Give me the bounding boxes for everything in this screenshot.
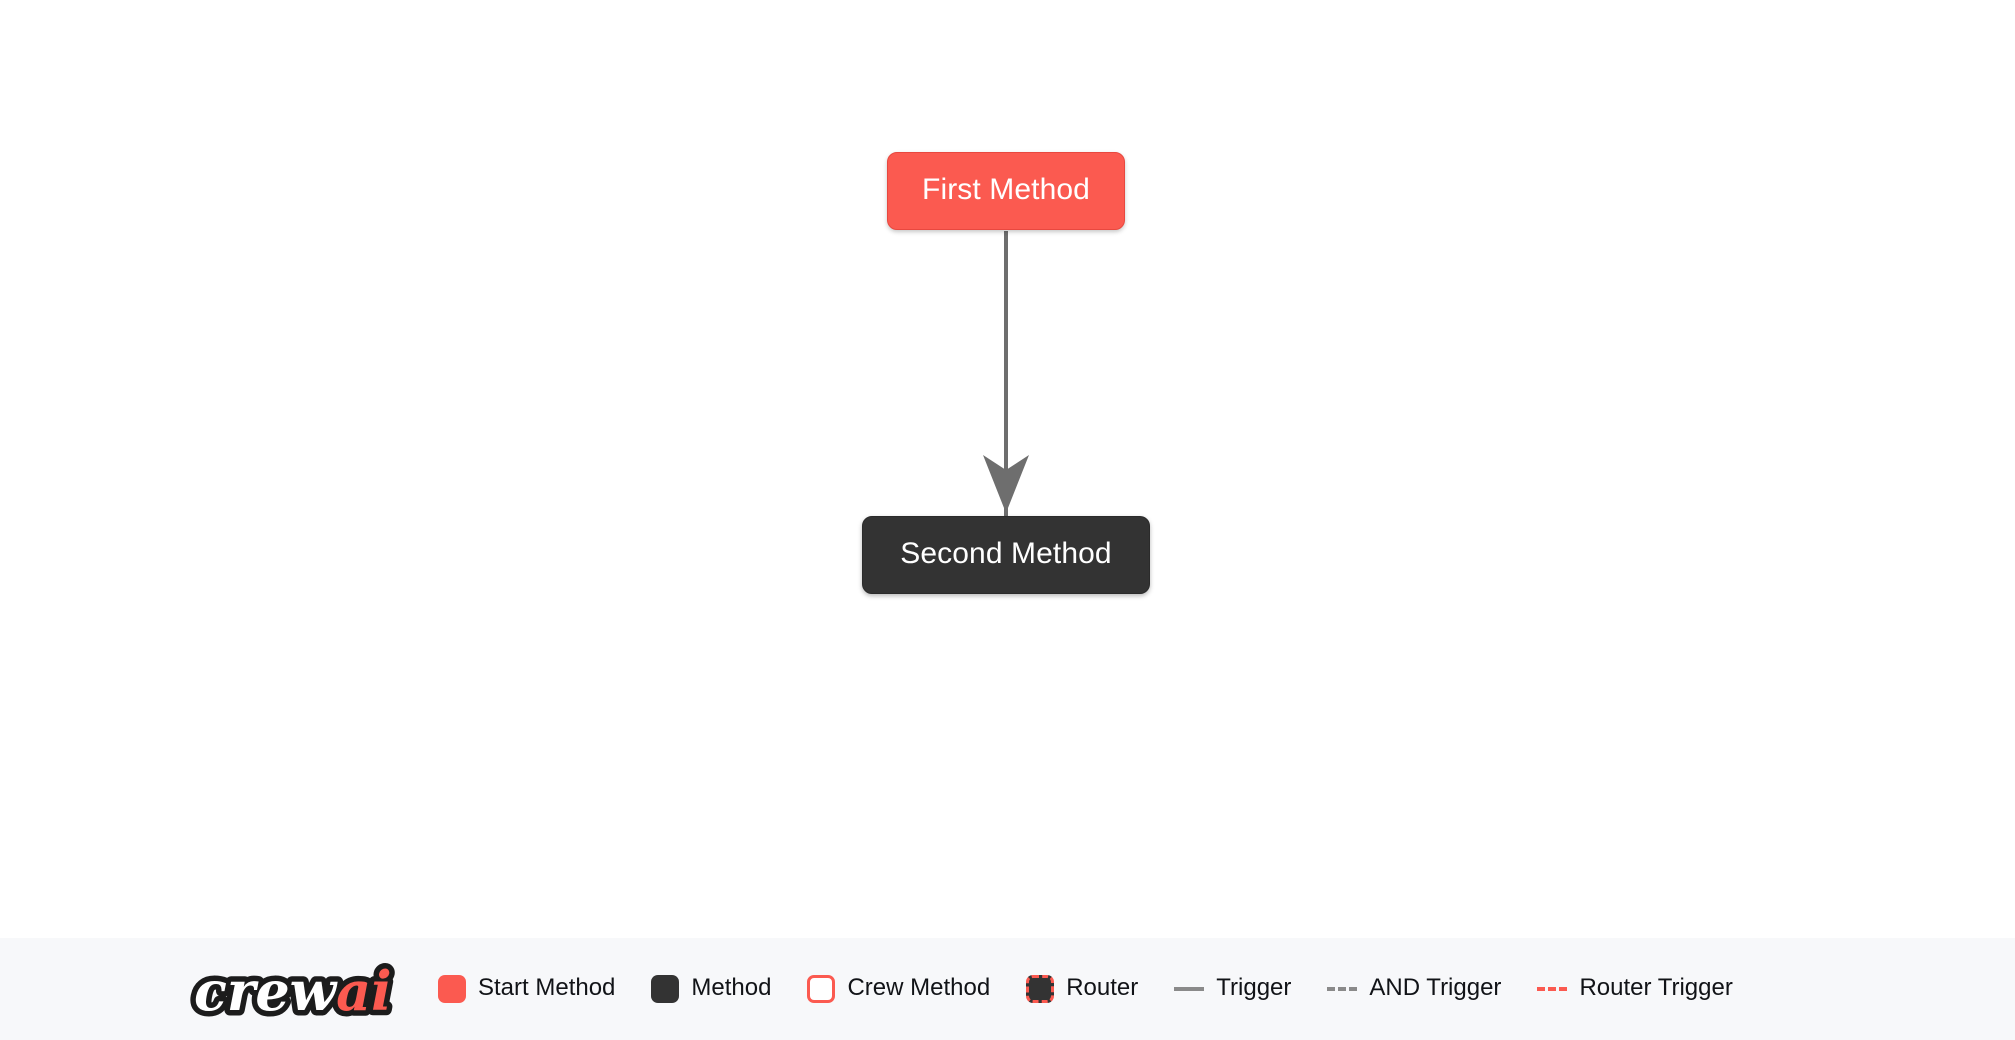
legend-item-start-method[interactable]: Start Method [438,975,615,1003]
router-trigger-line-icon [1537,987,1568,991]
legend-label: Router [1066,974,1139,1001]
edge-first-to-second [983,231,1029,516]
legend-label: Method [691,974,772,1001]
node-label: Second Method [900,537,1112,570]
arrowhead [983,455,1029,513]
node-first-method[interactable]: First Method [887,152,1125,230]
crew-method-swatch-icon [807,975,836,1003]
legend-label: Router Trigger [1579,974,1733,1001]
legend-label: Crew Method [847,974,991,1001]
edge-layer [983,231,1029,516]
and-trigger-line-icon [1327,987,1358,991]
crewai-logo[interactable]: crewai crew crewai [190,954,408,1024]
method-swatch-icon [651,975,680,1003]
trigger-line-icon [1174,987,1205,991]
legend-items: Start Method Method Crew Method Router T… [438,975,1733,1003]
svg-text:crewai: crewai [194,959,392,1023]
flow-canvas[interactable]: First Method Second Method [0,0,2015,938]
svg-text:crewai: crewai [194,959,392,1023]
start-method-swatch-icon [438,975,466,1003]
legend-item-router-trigger[interactable]: Router Trigger [1537,974,1733,1002]
legend-label: Trigger [1216,974,1292,1001]
legend-label: AND Trigger [1369,974,1502,1001]
legend-item-trigger[interactable]: Trigger [1174,976,1291,1002]
router-swatch-icon [1026,975,1055,1003]
legend-bar: crewai crew crewai Start Method Method C… [0,938,2015,1040]
node-label: First Method [922,173,1090,206]
legend-item-crew-method[interactable]: Crew Method [807,975,990,1003]
legend-item-router[interactable]: Router [1026,975,1138,1003]
legend-item-method[interactable]: Method [651,975,771,1003]
svg-text:crew: crew [194,959,339,1023]
legend-item-and-trigger[interactable]: AND Trigger [1327,976,1501,1002]
legend-label: Start Method [478,974,616,1001]
node-second-method[interactable]: Second Method [862,516,1150,594]
